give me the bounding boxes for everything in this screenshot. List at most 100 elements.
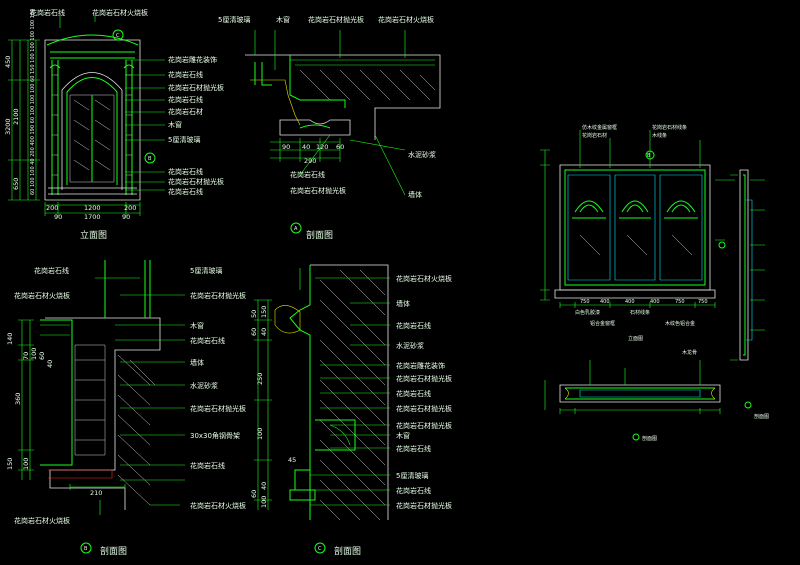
secC-label-4: 花岗岩雕花装饰: [396, 361, 445, 370]
secB-label-0: 花岗岩石线: [34, 266, 69, 275]
elev-dim-v3: 650: [12, 178, 20, 190]
title-right-section-2: 剖面图: [642, 435, 657, 442]
title-elevation: 立面图: [80, 229, 107, 241]
right-label-3: 木线条: [652, 132, 667, 139]
marker-b-secB: B: [84, 546, 88, 552]
right-label-8: 木龙骨: [682, 349, 697, 356]
elev-dim-h1: 1200: [84, 204, 101, 212]
secC-label-5: 花岗岩石材抛光板: [396, 374, 452, 383]
secA-dim-3: 60: [336, 143, 344, 151]
secC-dim-8: 40: [260, 482, 268, 490]
right-horizontal-section: [544, 360, 721, 441]
secC-label-13: 花岗岩石材抛光板: [396, 501, 452, 510]
secB-dim-v3: 60: [38, 352, 46, 360]
right-dim-3: 400: [650, 299, 660, 305]
elev-dim-h3: 90: [54, 213, 62, 221]
right-label-6: 铝合金窗框: [590, 320, 615, 327]
secB-label-12: 花岗岩石材火烧板: [14, 516, 70, 525]
secA-label-0: 5厘清玻璃: [218, 15, 250, 24]
elev-dim-v2: 3200: [4, 118, 12, 135]
right-dim-0: 750: [580, 299, 590, 305]
secB-label-9: 30x30角钢骨架: [190, 431, 240, 440]
section-b-view: [18, 260, 185, 554]
title-section-c: 剖面图: [334, 545, 361, 557]
elev-dim-h0: 200: [46, 204, 58, 212]
right-label-7: 木纹色铝合金: [665, 320, 695, 327]
secB-dim-h0: 210: [90, 489, 102, 497]
secC-label-9: 木窗: [396, 431, 410, 440]
secC-dim-2: 150: [260, 306, 268, 318]
secC-label-10: 花岗岩石线: [396, 444, 431, 453]
secC-dim-7: 60: [250, 490, 258, 498]
secB-label-2: 花岗岩石材火烧板: [14, 291, 70, 300]
elev-dim-v0: 450: [4, 56, 12, 68]
right-label-0: 仿木纹金属窗框: [582, 124, 617, 131]
marker-b-right: B: [647, 153, 651, 159]
secB-label-3: 花岗岩石材抛光板: [190, 291, 246, 300]
secC-dim-4: 250: [256, 373, 264, 385]
secC-dim-9: 100: [260, 496, 268, 508]
secB-label-7: 水泥砂浆: [190, 381, 218, 390]
secC-dim-5: 100: [256, 428, 264, 440]
right-vertical-section: [730, 169, 765, 409]
secC-dim-6: 45: [288, 456, 296, 464]
section-a-view: [245, 30, 441, 234]
marker-b-elev: B: [148, 156, 152, 162]
secC-label-7: 花岗岩石材抛光板: [396, 404, 452, 413]
right-dim-1: 400: [600, 299, 610, 305]
elev-label-3: 花岗岩石线: [168, 70, 203, 79]
secB-label-1: 5厘清玻璃: [190, 266, 222, 275]
secC-label-11: 5厘清玻璃: [396, 471, 428, 480]
marker-c-elev: C: [116, 33, 120, 39]
elev-label-4: 花岗岩石材抛光板: [168, 83, 224, 92]
elev-label-0: 花岗岩石线: [30, 8, 65, 17]
right-label-1: 花岗岩石材: [582, 132, 607, 139]
marker-c-secC: C: [318, 546, 322, 552]
right-label-2: 花岗岩石材线条: [652, 124, 687, 131]
elev-label-5: 花岗岩石线: [168, 95, 203, 104]
secC-label-12: 花岗岩石线: [396, 486, 431, 495]
title-section-a: 剖面图: [306, 229, 333, 241]
elev-label-11: 花岗岩石线: [168, 187, 203, 196]
elev-label-1: 花岗岩石材火烧板: [92, 8, 148, 17]
secB-label-4: 木窗: [190, 321, 204, 330]
secC-label-2: 花岗岩石线: [396, 321, 431, 330]
right-dim-5: 750: [698, 299, 708, 305]
right-label-4: 白色乳胶漆: [575, 309, 600, 316]
secB-dim-v1: 70: [22, 352, 30, 360]
secC-label-0: 花岗岩石材火烧板: [396, 274, 452, 283]
secB-dim-v0: 140: [6, 333, 14, 345]
secB-dim-v7: 100: [22, 458, 30, 470]
secC-label-6: 花岗岩石线: [396, 389, 431, 398]
elev-label-10: 花岗岩石材抛光板: [168, 177, 224, 186]
secC-label-3: 水泥砂浆: [396, 341, 424, 350]
elev-dims-vertical: 450 2100 3200 650: [4, 56, 20, 190]
secA-label-4: 水泥砂浆: [408, 150, 436, 159]
secA-label-2: 花岗岩石材抛光板: [308, 15, 364, 24]
secA-label-5: 墙体: [408, 190, 422, 199]
title-right-section-1: 剖面图: [754, 413, 769, 420]
secA-label-1: 木窗: [276, 15, 290, 24]
section-c-view: [254, 264, 390, 554]
secB-dim-v4: 40: [46, 360, 54, 368]
secA-label-7: 花岗岩石材抛光板: [290, 186, 346, 195]
elev-dim-h5: 90: [122, 213, 130, 221]
elev-dim-v1: 2100: [12, 108, 20, 125]
elev-label-8: 5厘清玻璃: [168, 135, 200, 144]
secB-label-5: 花岗岩石线: [190, 336, 225, 345]
secA-label-3: 花岗岩石材火烧板: [378, 15, 434, 24]
secA-dim-2: 120: [316, 143, 328, 151]
right-label-5: 石材线条: [630, 309, 650, 316]
secB-label-11: 花岗岩石材火烧板: [190, 501, 246, 510]
elev-label-9: 花岗岩石线: [168, 167, 203, 176]
secC-label-8: 花岗岩石材抛光板: [396, 421, 452, 430]
marker-a-secA: A: [294, 226, 298, 232]
secC-dim-1: 60: [250, 328, 258, 336]
secA-dim-0: 90: [282, 143, 290, 151]
secB-dim-v2: 100: [30, 348, 38, 360]
title-section-b: 剖面图: [100, 545, 127, 557]
secB-label-8: 花岗岩石材抛光板: [190, 404, 246, 413]
elev-label-2: 花岗岩雕花装饰: [168, 55, 217, 64]
secA-dim-4: 290: [304, 157, 316, 165]
